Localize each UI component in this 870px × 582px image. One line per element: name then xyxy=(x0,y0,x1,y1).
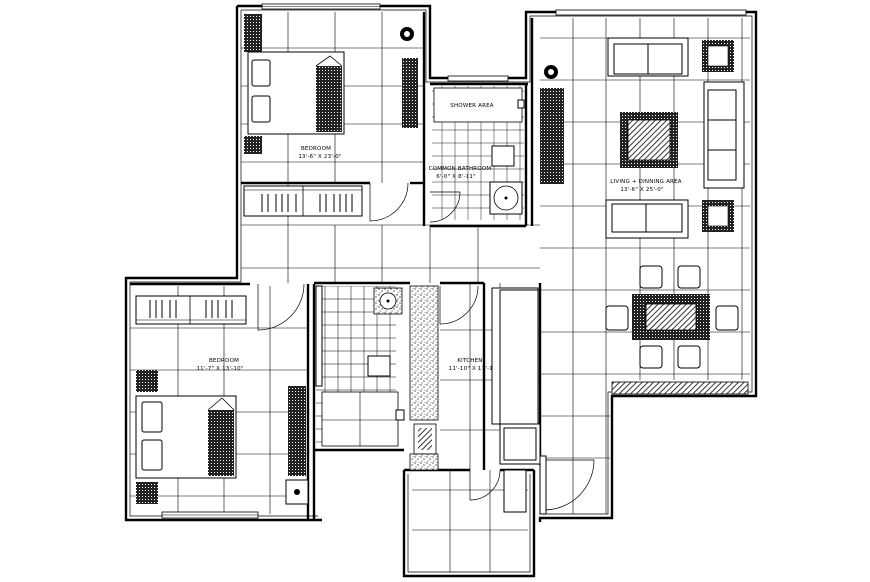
sofa-bottom xyxy=(605,199,689,239)
windows xyxy=(161,3,749,519)
bedroom2: BEDROOM 11'-7" X 13'-10" xyxy=(135,283,309,505)
coffee-table xyxy=(620,112,678,168)
kitchen-door xyxy=(439,285,479,325)
bedroom2-bed xyxy=(135,395,237,479)
kitchen-name: KITCHEN xyxy=(457,358,482,364)
toilet xyxy=(491,145,515,167)
living-dining: LIVING + DINNING AREA 13'-6" X 25'-0" xyxy=(539,37,745,515)
bedroom1-name: BEDROOM xyxy=(301,146,331,152)
bedroom2-side-table xyxy=(136,370,158,392)
living-size: 13'-6" X 25'-0" xyxy=(620,187,663,193)
bathroom-door xyxy=(429,191,461,223)
bedroom1-bed xyxy=(247,51,345,135)
bedroom2-dresser xyxy=(288,386,306,476)
balcony-door xyxy=(469,469,501,501)
entrance-door xyxy=(539,455,595,515)
bedroom2-size: 11'-7" X 13'-10" xyxy=(196,366,243,372)
bathroom2 xyxy=(315,285,405,447)
kitchen-size: 11'-10" X 11'-11" xyxy=(449,366,500,372)
shower-area-label: SHOWER AREA xyxy=(450,103,493,109)
bedroom2-name: BEDROOM xyxy=(209,358,239,364)
bathroom2-washbasin xyxy=(373,287,403,315)
living-partition xyxy=(540,88,564,184)
bedroom1-dresser xyxy=(402,58,418,128)
bedroom1-side-table xyxy=(244,136,262,154)
bedroom1-plant-icon xyxy=(400,27,414,41)
kitchen: KITCHEN 11'-10" X 11'-11" xyxy=(409,285,541,513)
bathroom: SHOWER AREA COMMON BATHROOM 6'-0" X 8'-1… xyxy=(429,87,525,223)
kitchen-counter-left xyxy=(409,285,439,421)
washbasin xyxy=(489,181,523,215)
sofa-right xyxy=(703,81,745,189)
bedroom2-wardrobe xyxy=(135,295,247,325)
bedroom1: BEDROOM 13'-6" X 23'-0" xyxy=(243,14,418,222)
bathroom-size: 6'-0" X 8'-11" xyxy=(436,174,476,180)
living-name: LIVING + DINNING AREA xyxy=(610,179,681,185)
shower-stall xyxy=(433,87,523,123)
sofa-top xyxy=(607,37,689,77)
dining-set xyxy=(605,265,739,369)
bedroom2-door xyxy=(257,283,305,331)
bedroom1-wardrobe-top xyxy=(244,14,262,52)
bedroom1-door xyxy=(369,182,409,222)
living-plant-icon xyxy=(544,65,558,79)
bedroom1-size: 13'-6" X 23'-0" xyxy=(298,154,341,160)
bedroom1-wardrobe xyxy=(243,185,363,217)
bathroom-name: COMMON BATHROOM xyxy=(429,166,492,172)
bedroom2-side-table-bottom xyxy=(136,482,158,504)
